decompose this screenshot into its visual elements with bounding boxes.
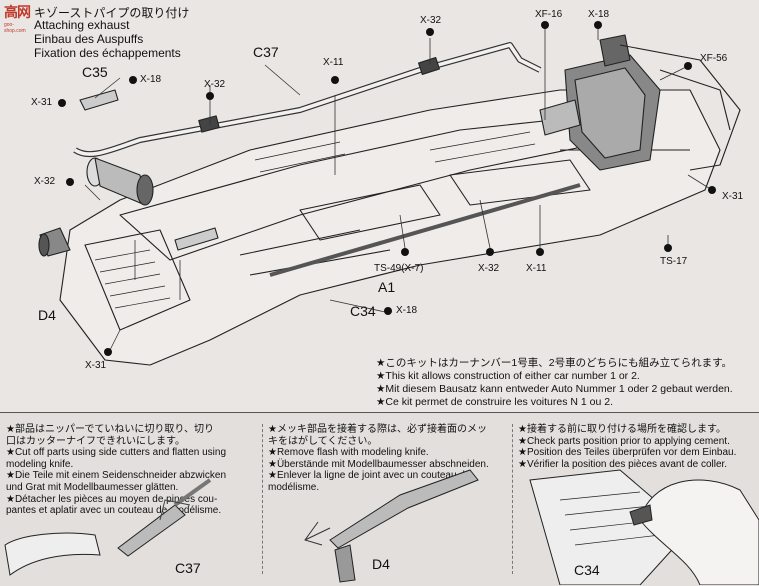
marker-x31-right bbox=[708, 186, 716, 194]
label-d4: D4 bbox=[38, 307, 56, 323]
note-jp: ★このキットはカーナンバー1号車、2号車のどちらにも組み立てられます。 bbox=[376, 357, 733, 369]
header-title-fr: Fixation des échappements bbox=[34, 46, 181, 60]
chassis-floor bbox=[59, 89, 721, 366]
part-c35 bbox=[79, 89, 119, 111]
floor-panel-right bbox=[449, 159, 591, 206]
floor-grille bbox=[94, 131, 536, 309]
marker-ts17 bbox=[664, 244, 672, 252]
marker-x32-a bbox=[206, 92, 214, 100]
part-d4-tip bbox=[38, 227, 71, 257]
car-number-notes: ★このキットはカーナンバー1号車、2号車のどちらにも組み立てられます。 ★Thi… bbox=[376, 357, 756, 409]
marker-x18-top bbox=[594, 21, 602, 29]
label-c35: C35 bbox=[82, 64, 108, 80]
label-x32-top: X-32 bbox=[420, 15, 442, 26]
header-title-en: Attaching exhaust bbox=[34, 18, 130, 32]
assembly-diagram bbox=[38, 21, 741, 366]
engine-block bbox=[539, 34, 661, 171]
label-x31-a: X-31 bbox=[31, 97, 53, 108]
pipe-joint-1 bbox=[198, 115, 220, 133]
label-x11-a: X-11 bbox=[323, 57, 344, 68]
label-c34: C34 bbox=[350, 303, 376, 319]
marker-x11-a bbox=[331, 76, 339, 84]
marker-x31-a bbox=[58, 99, 66, 107]
note-en: ★This kit allows construction of either … bbox=[376, 370, 640, 382]
marker-x18-c34 bbox=[384, 307, 392, 315]
marker-x32-top bbox=[426, 28, 434, 36]
paint-markers bbox=[58, 21, 716, 356]
header-title-jp: キゾーストパイプの取り付け bbox=[34, 6, 190, 20]
label-x18-a: X-18 bbox=[140, 74, 162, 85]
label-a1: A1 bbox=[378, 279, 396, 295]
chassis-frame-right bbox=[619, 44, 741, 171]
label-x32-mid: X-32 bbox=[478, 263, 500, 274]
marker-x31-bottom bbox=[104, 348, 112, 356]
tip-label-c34: C34 bbox=[574, 562, 600, 578]
marker-x32-left bbox=[66, 178, 74, 186]
marker-xf16 bbox=[541, 21, 549, 29]
label-x31-right: X-31 bbox=[722, 191, 744, 202]
label-x11-mid: X-11 bbox=[526, 263, 547, 274]
label-x31-bottom: X-31 bbox=[85, 360, 107, 371]
marker-x11-mid bbox=[536, 248, 544, 256]
label-x18-c34: X-18 bbox=[396, 305, 418, 316]
tip-position: ★接着する前に取り付ける場所を確認します。 ★Check parts posit… bbox=[518, 424, 737, 470]
label-c37: C37 bbox=[253, 44, 279, 60]
tip-label-d4: D4 bbox=[372, 556, 390, 572]
note-de: ★Mit diesem Bausatz kann entweder Auto N… bbox=[376, 383, 733, 395]
tip-cutting: ★部品はニッパーでていねいに切り取り、切り 口はカッターナイフできれいにします。… bbox=[6, 424, 227, 517]
tips-divider-2 bbox=[512, 424, 513, 574]
header-title-de: Einbau des Auspuffs bbox=[34, 32, 144, 46]
marker-xf56 bbox=[684, 62, 692, 70]
tip-plating: ★メッキ部品を接着する際は、必ず接着面のメッ キをはがしてください。 ★Remo… bbox=[268, 424, 489, 493]
tip-label-c37: C37 bbox=[175, 560, 201, 576]
marker-x18-a bbox=[129, 76, 137, 84]
label-x32-a: X-32 bbox=[204, 79, 226, 90]
pipe-joint-2 bbox=[418, 56, 440, 76]
label-xf16: XF-16 bbox=[535, 9, 563, 20]
label-ts49: TS-49(X-7) bbox=[374, 263, 424, 274]
part-a1-rod bbox=[269, 183, 581, 277]
label-ts17: TS-17 bbox=[660, 256, 688, 267]
note-fr: ★Ce kit permet de construire les voiture… bbox=[376, 396, 614, 408]
floor-panel-left bbox=[84, 229, 191, 331]
marker-x32-mid bbox=[486, 248, 494, 256]
label-xf56: XF-56 bbox=[700, 53, 728, 64]
label-x18-top: X-18 bbox=[588, 9, 610, 20]
marker-ts49 bbox=[401, 248, 409, 256]
watermark-logo: 高网 goo-shop.com bbox=[4, 5, 31, 34]
part-muffler bbox=[86, 157, 154, 206]
floor-panel-mid bbox=[299, 184, 441, 241]
part-c34 bbox=[174, 227, 219, 251]
tips-divider-1 bbox=[262, 424, 263, 574]
label-x32-left: X-32 bbox=[34, 176, 56, 187]
